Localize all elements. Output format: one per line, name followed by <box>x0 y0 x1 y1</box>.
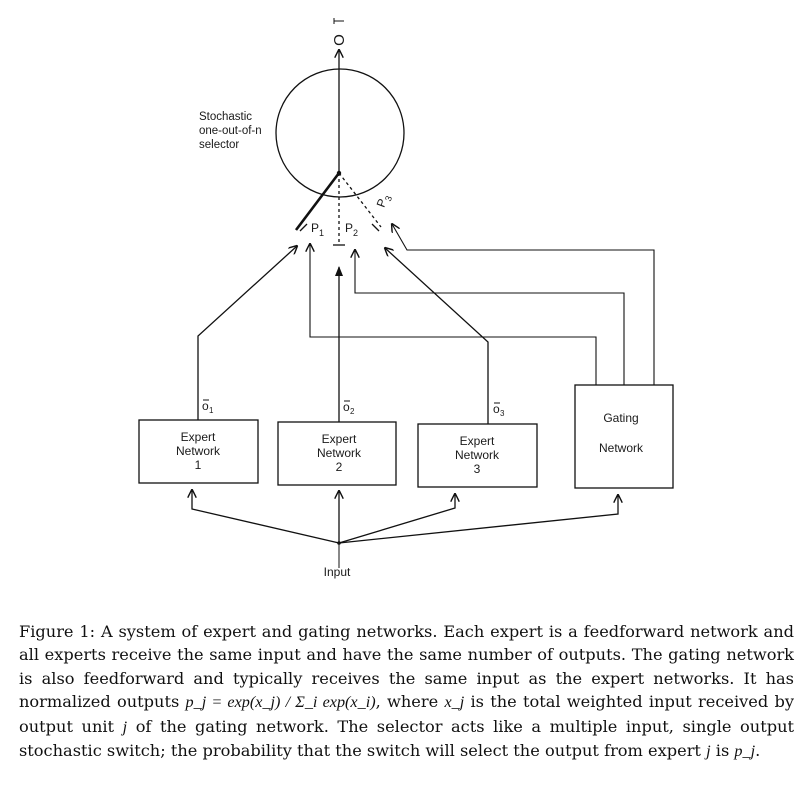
caption-formula: p_j = exp(x_j) / Σ_i exp(x_i) <box>185 693 376 712</box>
expert-network-2-box <box>277 421 397 486</box>
caption-text-1: A system of expert and gating networks. … <box>19 622 794 712</box>
expert-1-output-line <box>197 246 297 420</box>
input-label: Input <box>324 565 351 579</box>
gating-line-p2 <box>355 250 625 385</box>
expert-1-label-line-3: 1 <box>195 458 202 472</box>
svg-text:o: o <box>493 402 500 416</box>
gating-label-line-1: Gating <box>603 411 638 425</box>
svg-text:o: o <box>202 399 209 413</box>
expert-2-output-label: o 2 <box>343 400 355 416</box>
contact-tick-3 <box>371 223 380 232</box>
caption-var-x: x_j <box>444 693 465 712</box>
caption-text-3: is the total weighted input received by … <box>19 692 794 736</box>
svg-text:P: P <box>311 221 319 235</box>
svg-text:P: P <box>345 221 353 235</box>
figure-caption: Figure 1: A system of expert and gating … <box>19 620 794 763</box>
svg-text:2: 2 <box>353 228 358 238</box>
expert-3-label-line-1: Expert <box>460 434 495 448</box>
gating-line-p1 <box>310 244 597 385</box>
expert-1-output-label: o 1 <box>202 399 214 415</box>
input-junction <box>337 541 341 545</box>
svg-text:o: o <box>343 400 350 414</box>
selector-label-line-3: selector <box>199 139 239 151</box>
contact-tick-1 <box>299 223 308 232</box>
expert-3-output-label: o 3 <box>493 402 505 418</box>
expert-2-label-line-2: Network <box>317 446 362 460</box>
prob-label-p3: P 3 <box>374 194 394 209</box>
expert-1-label-line-2: Network <box>176 444 221 458</box>
expert-3-label-line-2: Network <box>455 448 500 462</box>
expert-3-label-line-3: 3 <box>474 462 481 476</box>
input-to-expert-1 <box>192 490 340 544</box>
caption-var-j: j <box>122 717 128 736</box>
expert-network-1-box <box>138 419 259 484</box>
caption-text-4: of the gating network. The selector acts… <box>19 716 795 761</box>
switch-arm-selected <box>294 172 341 231</box>
gating-line-p3 <box>392 224 655 385</box>
caption-text-6: . <box>755 741 761 761</box>
selector-label-line-1: Stochastic <box>199 111 252 123</box>
svg-text:3: 3 <box>500 409 505 418</box>
input-to-expert-3 <box>338 494 455 544</box>
svg-text:O: O <box>331 34 348 46</box>
selector-circle <box>275 68 405 198</box>
output-vector-label: O <box>331 18 348 46</box>
gating-network-box <box>574 384 674 489</box>
prob-label-p1: P 1 <box>311 221 324 238</box>
mixture-of-experts-diagram: O Stochastic one-out-of-n selector P 1 P… <box>138 18 674 579</box>
caption-var-j2: j <box>706 742 711 761</box>
svg-text:1: 1 <box>319 228 324 238</box>
expert-2-label-line-1: Expert <box>322 432 357 446</box>
caption-text-2: , where <box>375 692 439 712</box>
caption-text-5: is <box>715 741 730 761</box>
caption-var-p: p_j <box>734 742 756 761</box>
input-to-gating <box>338 495 618 544</box>
expert-2-label-line-3: 2 <box>336 460 343 474</box>
gating-label-line-2: Network <box>599 441 644 455</box>
svg-text:1: 1 <box>209 406 214 415</box>
expert-network-3-box <box>417 423 538 488</box>
expert-1-label-line-1: Expert <box>181 430 216 444</box>
svg-text:3: 3 <box>383 194 394 202</box>
expert-3-output-line <box>385 248 489 424</box>
prob-label-p2: P 2 <box>345 221 358 238</box>
caption-label: Figure 1: <box>19 622 96 641</box>
svg-text:2: 2 <box>350 407 355 416</box>
selector-pivot <box>336 170 342 176</box>
selector-label-line-2: one-out-of-n <box>199 125 262 137</box>
